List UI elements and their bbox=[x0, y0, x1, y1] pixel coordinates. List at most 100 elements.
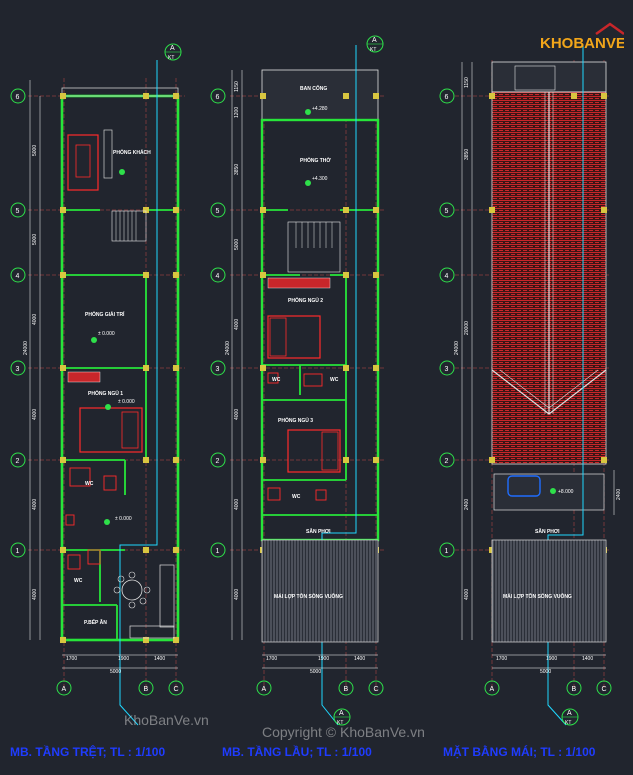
grid-bubble-row: 6 bbox=[216, 94, 220, 101]
level-mark: +4.300 bbox=[312, 176, 328, 182]
dim-side: 3850 bbox=[234, 164, 240, 175]
dim-side: 4000 bbox=[32, 499, 38, 510]
room-worship: PHÒNG THỜ bbox=[300, 156, 331, 164]
dim-bottom: 1400 bbox=[354, 656, 365, 662]
room-wc: WC bbox=[330, 377, 339, 383]
dim-side: 1200 bbox=[234, 107, 240, 118]
bed-1 bbox=[79, 407, 143, 453]
grid-bubble-col: C bbox=[174, 686, 179, 693]
metal-roof bbox=[491, 539, 607, 643]
dim-total: 24000 bbox=[454, 341, 460, 355]
section-sub: KT bbox=[168, 55, 174, 61]
roof-cover-label: MÁI LỢP TÔN SÓNG VUÔNG bbox=[274, 592, 343, 600]
grid-bubble-col: C bbox=[374, 686, 379, 693]
room-living: PHÒNG KHÁCH bbox=[113, 148, 151, 156]
dim-side: 4000 bbox=[32, 409, 38, 420]
room-bed-1: PHÒNG NGỦ 1 bbox=[88, 389, 123, 397]
dim-side: 3850 bbox=[464, 149, 470, 160]
grid-bubble-row: 5 bbox=[445, 208, 449, 215]
grid-bubble-row: 6 bbox=[445, 94, 449, 101]
level-mark: ± 0.000 bbox=[98, 331, 115, 337]
dim-bottom: 1700 bbox=[66, 656, 77, 662]
dim-bottom: 1700 bbox=[496, 656, 507, 662]
dim-total: 24000 bbox=[23, 341, 29, 355]
grid-bubble-row: 1 bbox=[445, 548, 449, 555]
water-tank-area bbox=[493, 473, 605, 511]
grid-bubble-col: B bbox=[144, 686, 149, 693]
grid-bubble-col: B bbox=[344, 686, 349, 693]
dim-side: 20000 bbox=[464, 321, 470, 335]
level-mark: ± 0.000 bbox=[115, 516, 132, 522]
plan-caption-upper: MB. TẦNG LẦU; TL : 1/100 bbox=[222, 745, 372, 759]
grid-bubble-col: B bbox=[572, 686, 577, 693]
grid-bubble-row: 2 bbox=[16, 458, 20, 465]
roof-plan: +8.000 SÂN PHƠI MÁI LỢP TÔN SÓNG VUÔNG 1… bbox=[439, 45, 622, 726]
khobanve-logo: KHOBANVE bbox=[540, 22, 626, 61]
grid-bubble-row: 3 bbox=[16, 366, 20, 373]
dim-bottom: 1400 bbox=[582, 656, 593, 662]
grid-bubble-col: C bbox=[602, 686, 607, 693]
section-letter: A bbox=[339, 710, 344, 717]
section-sub: KT bbox=[565, 720, 571, 726]
room-balcony: BAN CÔNG bbox=[300, 84, 327, 92]
dim-side: 4000 bbox=[464, 589, 470, 600]
room-wc: WC bbox=[292, 494, 301, 500]
watermark: Copyright © KhoBanVe.vn bbox=[262, 724, 425, 740]
dim-side: 5000 bbox=[32, 145, 38, 156]
dim-side: 4000 bbox=[234, 319, 240, 330]
bed-2 bbox=[267, 315, 321, 359]
dim-side: 1150 bbox=[234, 81, 240, 92]
dim-total-width: 5000 bbox=[310, 669, 321, 675]
dim-side: 2400 bbox=[464, 499, 470, 510]
grid-bubble-row: 6 bbox=[16, 94, 20, 101]
plan-caption-roof: MẶT BẰNG MÁI; TL : 1/100 bbox=[443, 745, 596, 759]
dim-bottom: 1900 bbox=[118, 656, 129, 662]
dim-bottom: 1900 bbox=[546, 656, 557, 662]
section-sub: KT bbox=[370, 47, 376, 53]
dim-side: 5000 bbox=[32, 234, 38, 245]
grid-bubble-col: A bbox=[490, 686, 495, 693]
ground-floor-plan: PHÒNG KHÁCH PHÒNG GIẢI TRÍ PHÒNG NGỦ 1 W… bbox=[10, 43, 185, 726]
roof-cover-label: MÁI LỢP TÔN SÓNG VUÔNG bbox=[503, 592, 572, 600]
dining-table bbox=[121, 579, 143, 601]
watermark: KhoBanVe.vn bbox=[124, 712, 209, 728]
grid-bubble-row: 4 bbox=[216, 273, 220, 280]
grid-bubble-row: 4 bbox=[16, 273, 20, 280]
dim-side: 4000 bbox=[32, 314, 38, 325]
grid-bubble-row: 2 bbox=[216, 458, 220, 465]
upper-floor-plan: BAN CÔNG +4.280 PHÒNG THỜ +4.300 PHÒNG N… bbox=[210, 35, 385, 726]
room-terrace: SÂN PHƠI bbox=[306, 528, 331, 535]
sofa-set bbox=[67, 134, 99, 191]
water-tank bbox=[507, 475, 541, 497]
dim-side: 4000 bbox=[234, 409, 240, 420]
dim-side: 4000 bbox=[234, 499, 240, 510]
level-mark: +8.000 bbox=[558, 489, 574, 495]
dim-total-width: 5000 bbox=[110, 669, 121, 675]
room-wc-2: WC bbox=[74, 578, 83, 584]
grid-bubble-row: 3 bbox=[445, 366, 449, 373]
section-letter: A bbox=[372, 37, 377, 44]
dim-bottom: 1400 bbox=[154, 656, 165, 662]
dim-side: 4000 bbox=[32, 589, 38, 600]
grid-bubble-row: 5 bbox=[216, 208, 220, 215]
room-entertainment: PHÒNG GIẢI TRÍ bbox=[85, 310, 125, 318]
section-letter: A bbox=[567, 710, 572, 717]
bed-3 bbox=[287, 429, 341, 473]
grid-bubble-row: 5 bbox=[16, 208, 20, 215]
grid-bubble-col: A bbox=[62, 686, 67, 693]
dim-total: 24000 bbox=[225, 341, 231, 355]
grid-bubble-row: 2 bbox=[445, 458, 449, 465]
grid-bubble-row: 4 bbox=[445, 273, 449, 280]
grid-bubble-row: 3 bbox=[216, 366, 220, 373]
room-bed-2: PHÒNG NGỦ 2 bbox=[288, 296, 323, 304]
room-bed-3: PHÒNG NGỦ 3 bbox=[278, 416, 313, 424]
dim-side: 1150 bbox=[464, 77, 470, 88]
level-mark: +4.280 bbox=[312, 106, 328, 112]
level-mark: ± 0.000 bbox=[118, 399, 135, 405]
grid-bubble-row: 1 bbox=[16, 548, 20, 555]
room-kitchen: P.BẾP ĂN bbox=[84, 619, 107, 626]
plan-caption-ground: MB. TẦNG TRỆT; TL : 1/100 bbox=[10, 745, 166, 759]
dim-total-width: 5000 bbox=[540, 669, 551, 675]
dim-side: 4000 bbox=[234, 589, 240, 600]
